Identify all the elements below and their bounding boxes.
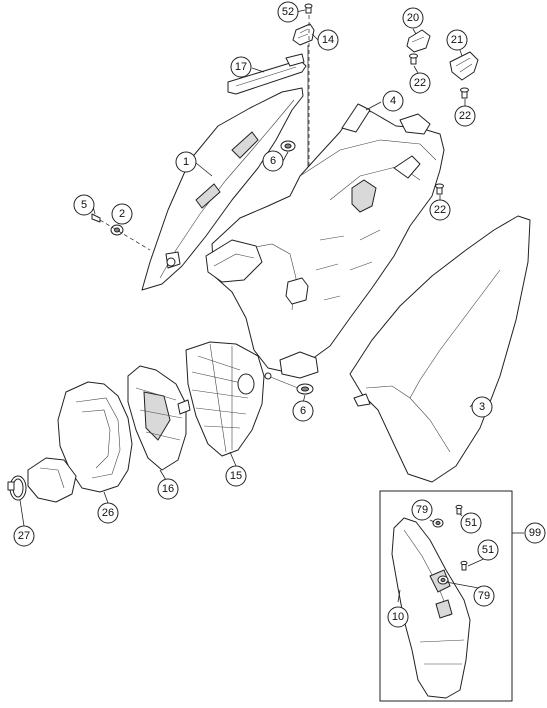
callout-10-label: 10	[392, 611, 404, 623]
callout-20-label: 20	[407, 12, 419, 24]
callout-4-label: 4	[390, 95, 396, 107]
part-1-side-panel	[141, 87, 304, 291]
part-14-clip	[292, 23, 315, 46]
callout-79-a: 79	[411, 499, 433, 521]
callout-14: 14	[317, 29, 339, 51]
callout-79-b: 79	[473, 585, 495, 607]
callout-17: 17	[230, 56, 252, 78]
callout-22-a: 22	[409, 72, 431, 94]
callout-6-a-label: 6	[270, 155, 276, 167]
callout-27: 27	[13, 525, 35, 547]
part-52-screw	[304, 3, 313, 14]
callout-3-label: 3	[479, 401, 485, 413]
callout-2: 2	[111, 203, 133, 225]
callout-22-b-label: 22	[459, 110, 471, 122]
callout-6-b-label: 6	[300, 405, 306, 417]
callout-51-a: 51	[460, 512, 482, 534]
part-20-bracket	[406, 29, 431, 53]
part-79-grommets	[432, 518, 449, 585]
part-21-bracket	[449, 51, 479, 81]
part-26-intake-boot	[27, 381, 133, 503]
callout-15-label: 15	[230, 470, 242, 482]
part-10-tank-cover	[391, 517, 471, 699]
callout-26: 26	[97, 502, 119, 524]
callout-1: 1	[175, 151, 197, 173]
callout-22-c: 22	[429, 199, 451, 221]
part-15-air-filter	[185, 341, 265, 457]
part-6-grommet-bottom	[264, 372, 314, 395]
part-3-side-panel	[349, 215, 531, 483]
part-2-grommet	[110, 224, 124, 236]
callout-79-a-label: 79	[416, 504, 428, 516]
callout-15: 15	[225, 465, 247, 487]
part-5-screw	[91, 213, 101, 223]
callout-2-label: 2	[119, 208, 125, 220]
callout-6-a: 6	[262, 150, 284, 172]
part-17-bracket	[227, 53, 307, 95]
part-22-screws	[409, 53, 469, 195]
callout-27-label: 27	[18, 530, 30, 542]
callout-21-label: 21	[451, 34, 463, 46]
callout-17-label: 17	[235, 61, 247, 73]
callout-22-c-label: 22	[434, 204, 446, 216]
callout-5: 5	[73, 194, 95, 216]
callout-6-b: 6	[292, 400, 314, 422]
callout-5-label: 5	[81, 199, 87, 211]
callout-79-b-label: 79	[478, 590, 490, 602]
part-6-grommet-top	[280, 140, 296, 152]
callout-21: 21	[446, 29, 468, 51]
callout-20: 20	[402, 7, 424, 29]
callout-1-label: 1	[183, 156, 189, 168]
part-4-airbox-frame	[205, 103, 445, 379]
part-16-filter-cage	[127, 365, 191, 471]
callout-99: 99	[524, 522, 546, 544]
callout-51-b: 51	[477, 539, 499, 561]
callout-26-label: 26	[102, 507, 114, 519]
kit-box-99	[379, 490, 524, 702]
callout-52: 52	[277, 1, 299, 23]
callout-14-label: 14	[322, 34, 334, 46]
callout-99-label: 99	[529, 527, 541, 539]
callout-51-a-label: 51	[465, 517, 477, 529]
screw-axis-line	[99, 219, 151, 251]
callout-4: 4	[382, 90, 404, 112]
callout-22-b: 22	[454, 105, 476, 127]
callout-52-label: 52	[282, 6, 294, 18]
callout-22-a-label: 22	[414, 77, 426, 89]
callout-10: 10	[387, 606, 409, 628]
part-51-screws	[455, 504, 468, 571]
callout-16-label: 16	[162, 483, 174, 495]
callout-16: 16	[157, 478, 179, 500]
part-27-clamp	[7, 475, 27, 501]
callout-3: 3	[471, 396, 493, 418]
callout-51-b-label: 51	[482, 544, 494, 556]
